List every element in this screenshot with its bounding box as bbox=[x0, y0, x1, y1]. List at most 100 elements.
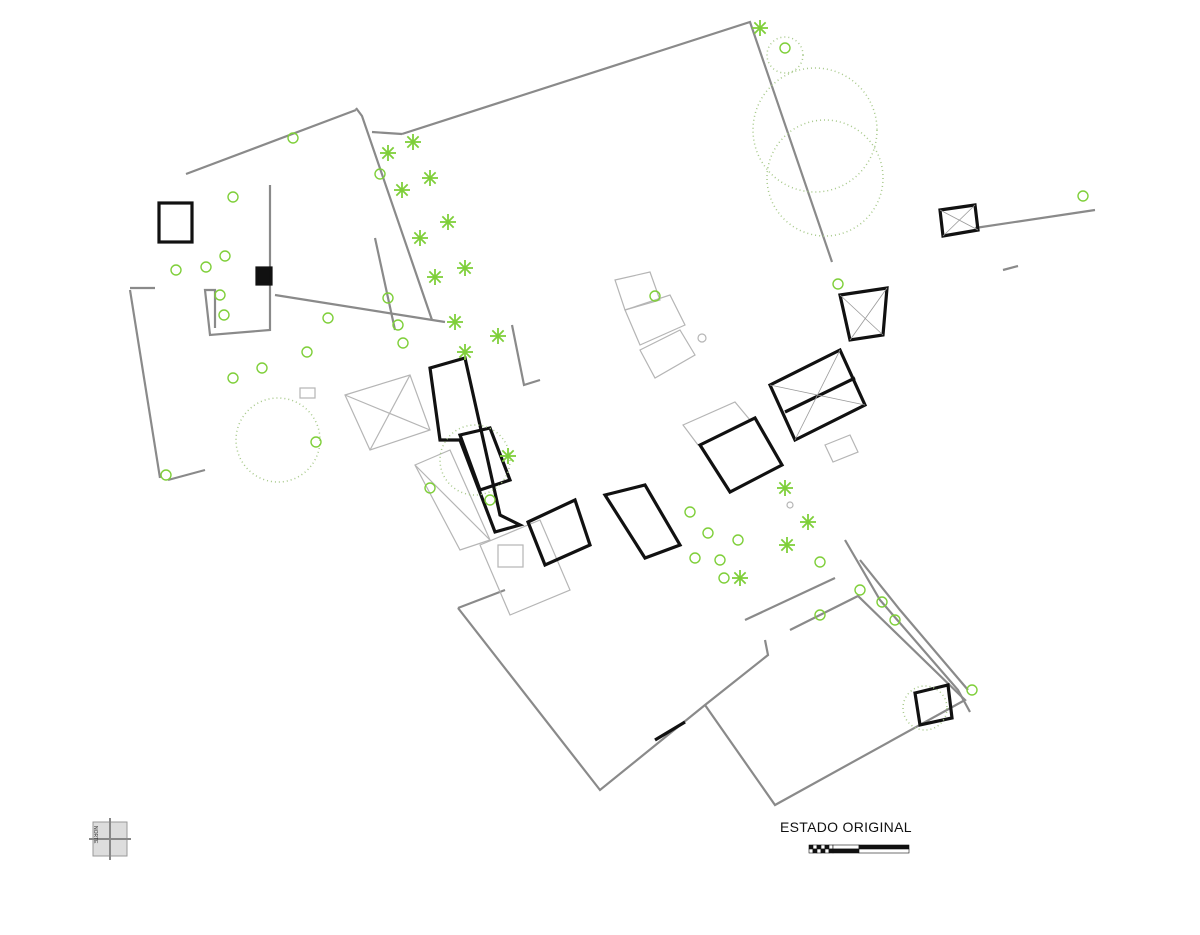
palm-icon bbox=[422, 170, 438, 186]
buildings bbox=[157, 201, 980, 742]
tree bbox=[779, 42, 791, 54]
east-pad bbox=[824, 434, 859, 463]
tree bbox=[484, 494, 496, 506]
boundary-walls bbox=[128, 20, 1096, 807]
scale-segment bbox=[832, 848, 860, 854]
building-solid-block bbox=[255, 266, 273, 286]
tree bbox=[814, 609, 826, 621]
tree bbox=[832, 278, 844, 290]
palm-icon bbox=[394, 182, 410, 198]
tree bbox=[424, 482, 436, 494]
tree bbox=[732, 534, 744, 546]
trees bbox=[160, 42, 1089, 696]
left-path bbox=[274, 293, 446, 324]
left-small-box bbox=[299, 387, 316, 399]
palm-icon bbox=[405, 134, 421, 150]
south-plot-a bbox=[457, 607, 770, 792]
tree bbox=[714, 554, 726, 566]
tree bbox=[287, 132, 299, 144]
left-plot-west-wall bbox=[128, 289, 162, 479]
tree bbox=[227, 372, 239, 384]
south-annex bbox=[479, 519, 571, 616]
scale-segment bbox=[816, 844, 822, 850]
scale-segment bbox=[808, 844, 814, 850]
plan-title: ESTADO ORIGINAL bbox=[780, 819, 912, 835]
left-inner-line bbox=[373, 237, 397, 331]
fountain bbox=[786, 501, 794, 509]
palm-trees bbox=[380, 20, 816, 586]
large-tree bbox=[902, 685, 948, 731]
building-chain-b bbox=[457, 426, 513, 493]
large-tree bbox=[752, 67, 878, 193]
tree bbox=[200, 261, 212, 273]
tree bbox=[702, 527, 714, 539]
tree bbox=[689, 552, 701, 564]
tree bbox=[170, 264, 182, 276]
building-east-chain-division bbox=[784, 376, 856, 414]
north-arrow-label: NORTE bbox=[92, 826, 98, 844]
scale-segment bbox=[832, 844, 860, 850]
interior-wall bbox=[510, 324, 541, 387]
tree bbox=[966, 684, 978, 696]
scale-segment bbox=[820, 844, 826, 850]
palm-icon bbox=[732, 570, 748, 586]
palm-icon bbox=[500, 448, 516, 464]
east-path-a bbox=[844, 539, 971, 713]
palm-icon bbox=[447, 314, 463, 330]
roof-a-ridge2 bbox=[369, 374, 411, 451]
building-northwest bbox=[157, 201, 194, 244]
well bbox=[697, 333, 707, 343]
palm-icon bbox=[752, 20, 768, 36]
palm-icon bbox=[777, 480, 793, 496]
tree bbox=[889, 614, 901, 626]
left-plot-inner-wall bbox=[203, 185, 272, 337]
palm-icon bbox=[490, 328, 506, 344]
tree bbox=[310, 436, 322, 448]
tree bbox=[301, 346, 313, 358]
scale-segment bbox=[858, 844, 910, 850]
scale-segment bbox=[812, 848, 818, 854]
tree bbox=[227, 191, 239, 203]
roof-a-ridge bbox=[344, 394, 431, 431]
tree bbox=[814, 556, 826, 568]
tree bbox=[218, 309, 230, 321]
scale-segment bbox=[812, 844, 818, 850]
palm-icon bbox=[457, 344, 473, 360]
building-chain-d bbox=[602, 483, 683, 560]
entrance-wall bbox=[371, 130, 403, 136]
south-gate bbox=[654, 720, 686, 742]
scale-segment bbox=[824, 844, 830, 850]
tree bbox=[219, 250, 231, 262]
west-enclosure-wall bbox=[355, 107, 434, 321]
pool-structure bbox=[614, 271, 661, 311]
building-courtyard bbox=[697, 415, 785, 495]
tree bbox=[397, 337, 409, 349]
north-arrow bbox=[89, 818, 131, 860]
palm-icon bbox=[457, 260, 473, 276]
room-diagonals bbox=[769, 204, 979, 441]
east-path-b bbox=[859, 559, 969, 691]
pavilion bbox=[639, 329, 696, 379]
tree bbox=[214, 289, 226, 301]
tree bbox=[718, 572, 730, 584]
tree bbox=[160, 469, 172, 481]
tree bbox=[684, 506, 696, 518]
palm-icon bbox=[427, 269, 443, 285]
tree bbox=[1077, 190, 1089, 202]
scale-segment bbox=[824, 848, 830, 854]
left-plot-south-wall bbox=[167, 468, 206, 482]
building-chain-a bbox=[428, 355, 525, 534]
light-structures bbox=[299, 271, 859, 616]
south-plot-a-top bbox=[457, 588, 506, 610]
scale-bar bbox=[808, 844, 910, 854]
large-tree bbox=[235, 397, 321, 483]
palm-icon bbox=[800, 514, 816, 530]
large-tree bbox=[766, 119, 884, 237]
tree bbox=[854, 584, 866, 596]
large-tree bbox=[439, 424, 511, 496]
palm-icon bbox=[440, 214, 456, 230]
tree bbox=[649, 290, 661, 302]
building-chain-c bbox=[525, 497, 592, 568]
